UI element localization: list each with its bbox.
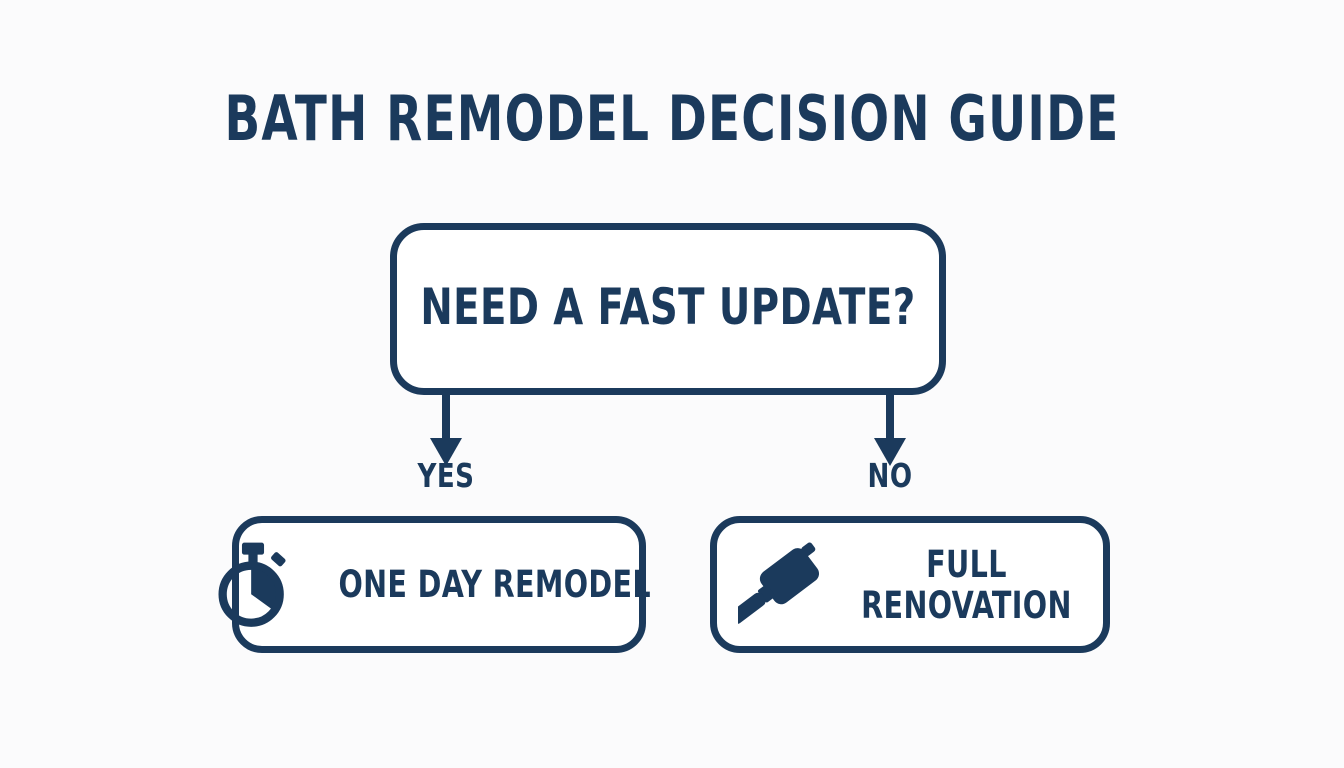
outcome-node-full-renovation[interactable]: FULL RENOVATION [710,516,1110,653]
hammer-icon [737,537,834,633]
branch-label-no: NO [867,456,913,495]
decision-node-fast-update[interactable]: NEED A FAST UPDATE? [390,223,946,395]
connector-arrow-no [874,394,906,466]
stopwatch-icon [207,539,299,631]
outcome-label-one-day-remodel: ONE DAY REMODEL [338,562,652,606]
outcome-label-full-renovation: FULL RENOVATION [861,544,1072,626]
outcome-label-line-1: FULL [925,542,1007,586]
decision-node-label: NEED A FAST UPDATE? [420,278,916,336]
outcome-label-line-2: RENOVATION [860,583,1072,627]
outcome-node-one-day-remodel[interactable]: ONE DAY REMODEL [218,516,651,653]
page-title: BATH REMODEL DECISION GUIDE [224,82,1120,155]
branch-label-yes: YES [417,456,475,495]
connector-arrow-yes [430,394,462,466]
